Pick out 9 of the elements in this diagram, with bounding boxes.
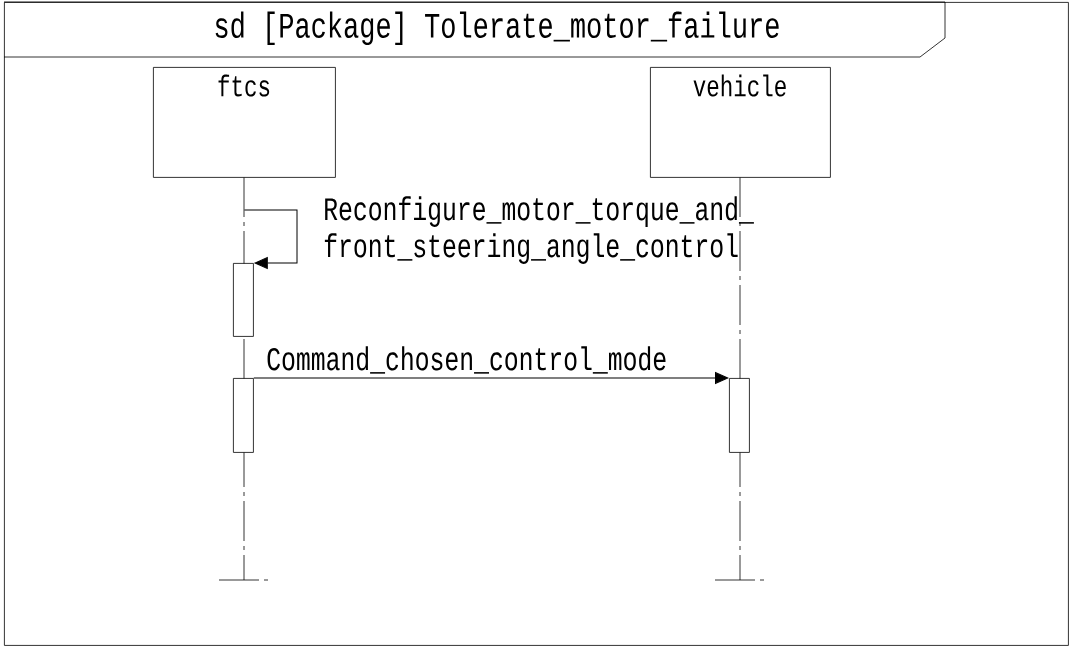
message-label: Command_chosen_control_mode [267, 346, 666, 374]
self-message-arrow [243, 209, 298, 269]
lifeline-head-box: ftcs [153, 67, 336, 178]
activation-bar [233, 263, 254, 337]
lifeline-head-box: vehicle [650, 67, 831, 178]
message-label: Reconfigure_motor_torque_and_ front_steering_angle_control [324, 196, 754, 264]
message-arrow [253, 372, 729, 384]
activation-bar [233, 378, 254, 453]
activation-bar [729, 378, 750, 453]
